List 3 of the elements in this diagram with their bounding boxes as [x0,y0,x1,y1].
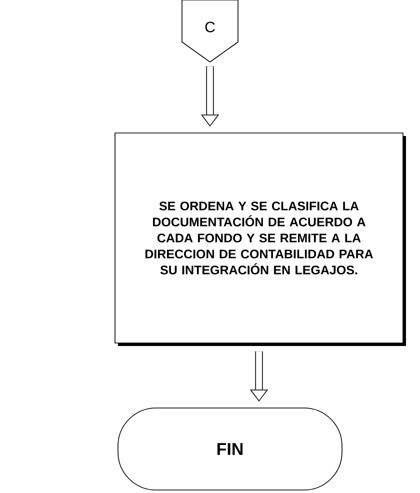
terminal-box: FIN [118,408,342,490]
process-box: SE ORDENA Y SE CLASIFICA LA DOCUMENTACIÓN DE ACUERDO A CADA FONDO Y SE REMITE A LA DIRECCION DE CONTABILIDAD PARA SU INTEGRACIÓN EN LEGAJOS. [114,132,406,346]
off-page-connector: C [182,0,238,62]
